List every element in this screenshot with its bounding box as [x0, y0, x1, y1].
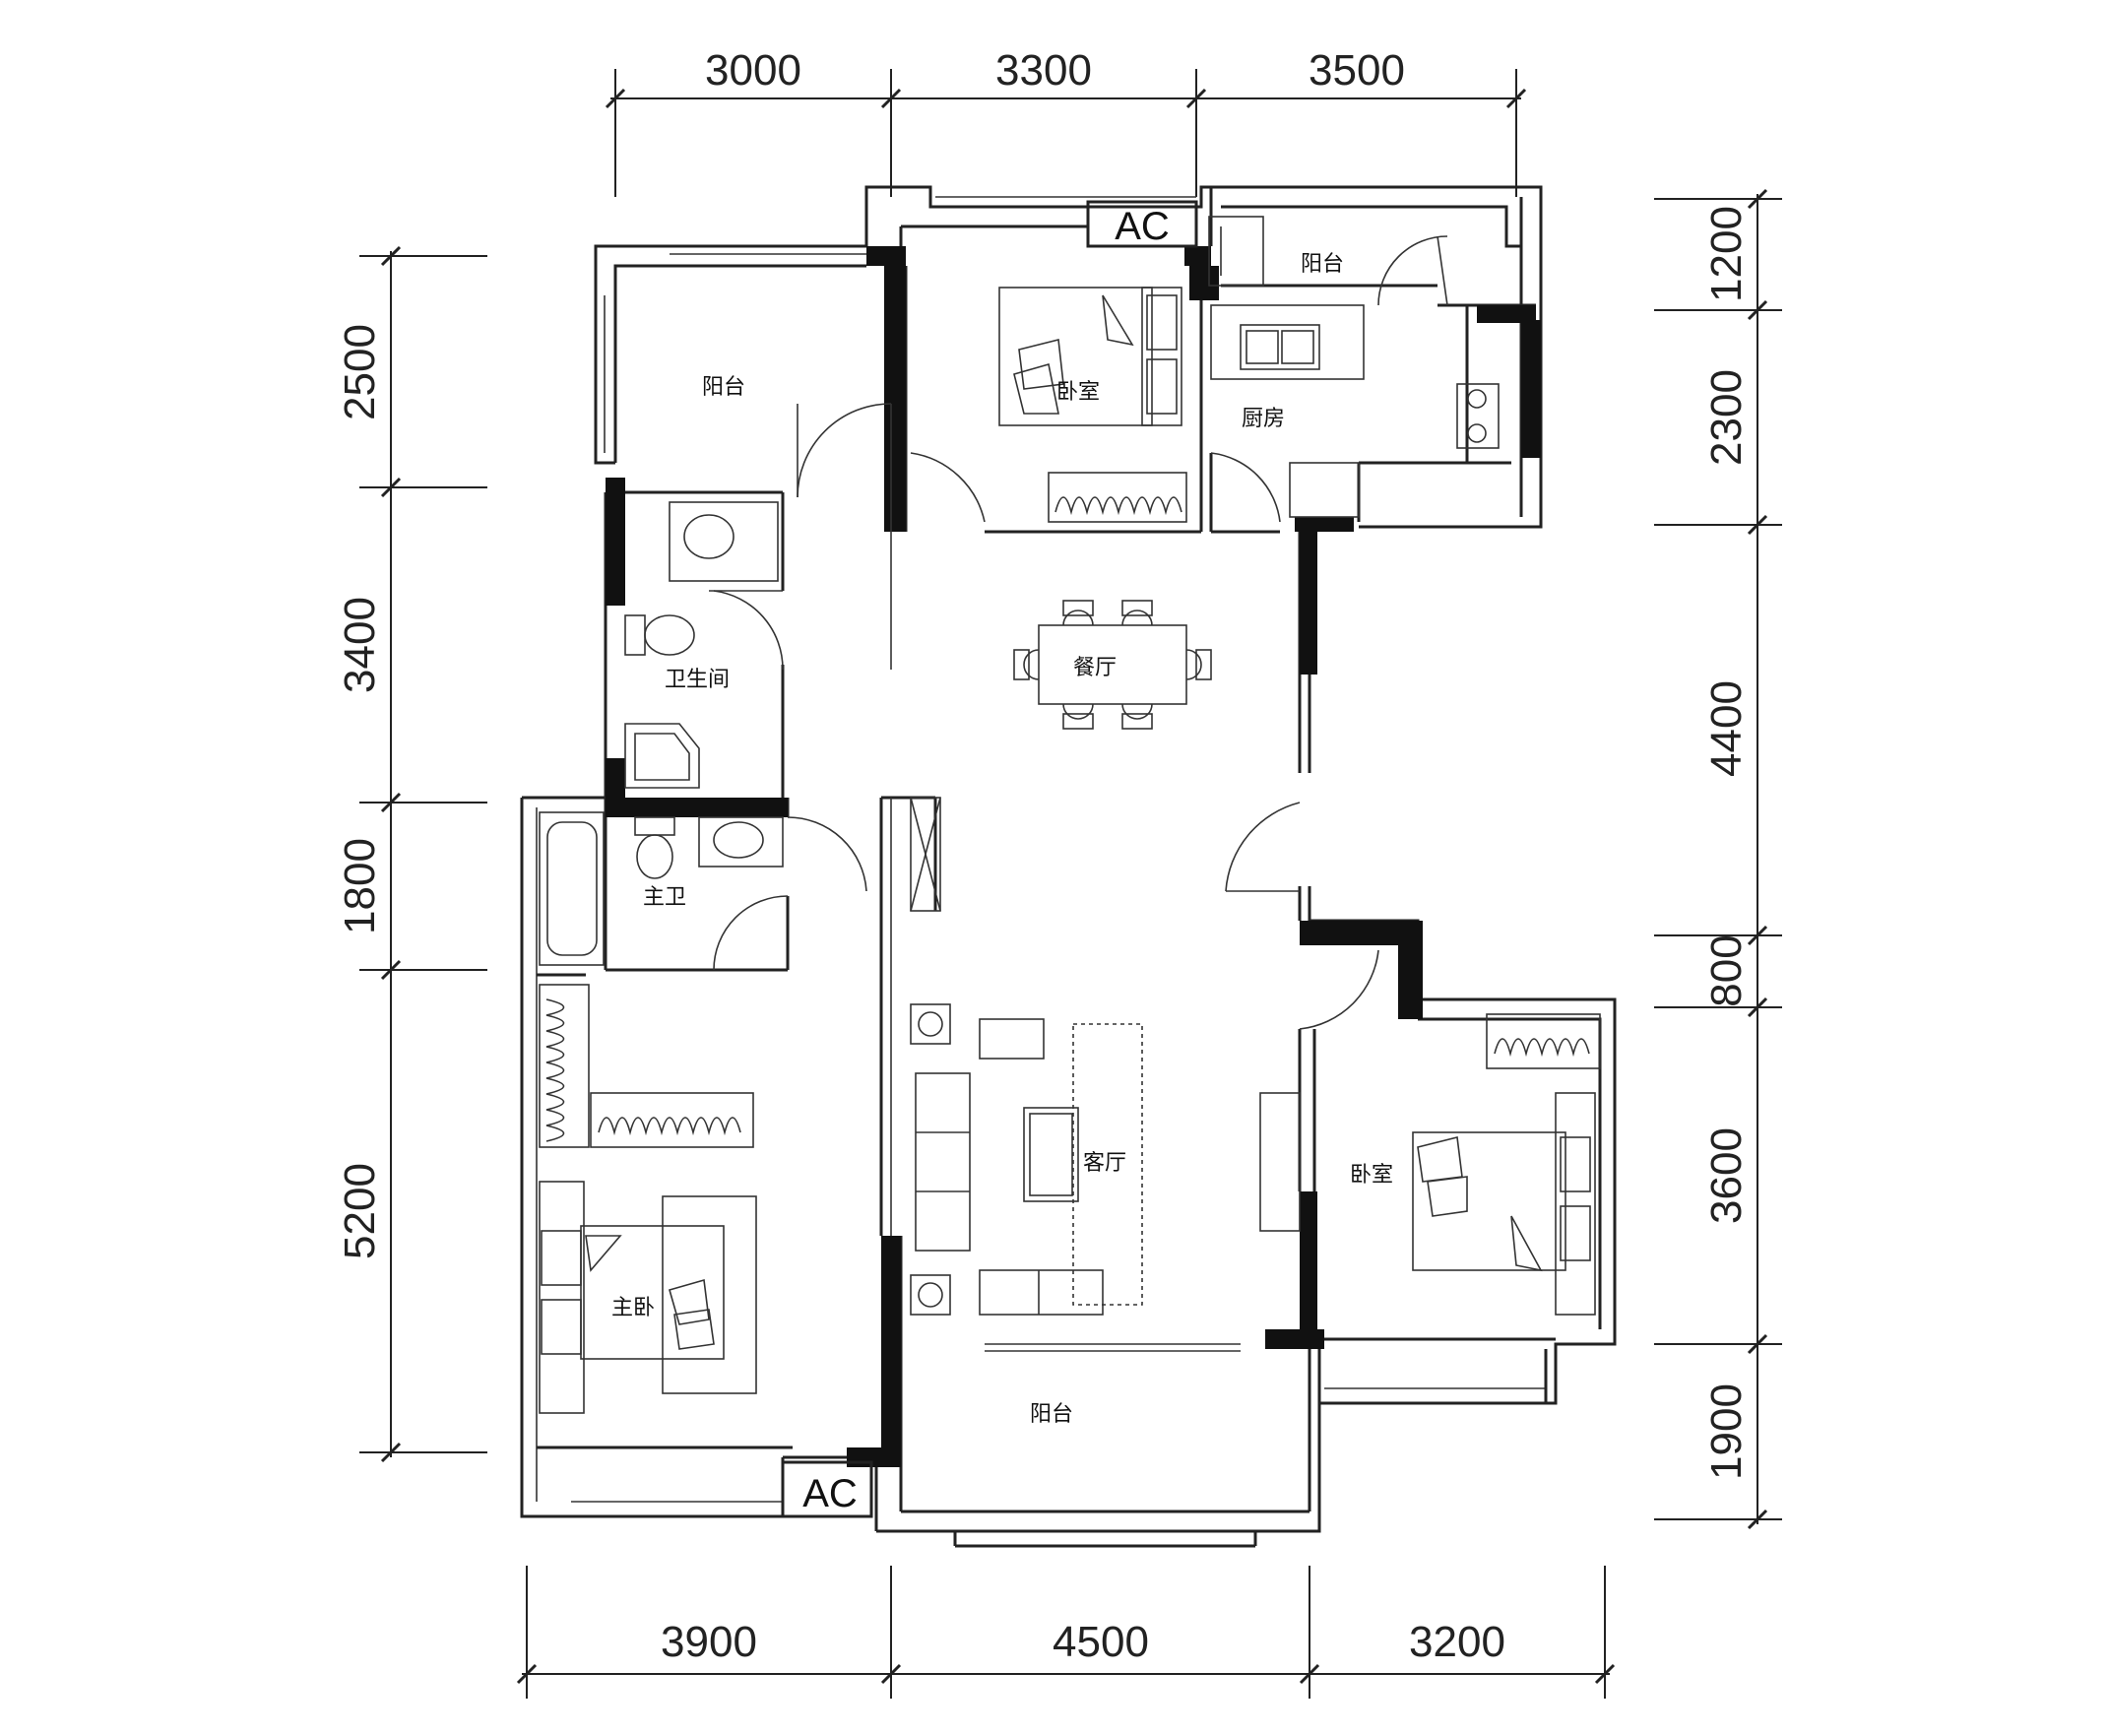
dimension-right: 1200 2300 4400 800 3600 1900 [1654, 188, 1782, 1530]
label-master-bedroom: 主卧 [611, 1296, 655, 1320]
washbasin-bathroom [669, 501, 779, 582]
bed-north-bedroom [998, 287, 1182, 426]
label-balcony-ne: 阳台 [1301, 252, 1344, 277]
dimension-left: 2500 3400 1800 5200 [336, 245, 487, 1463]
dim-right-4: 800 [1702, 934, 1751, 1006]
dim-bottom-3: 3200 [1409, 1618, 1505, 1666]
label-bedroom-e: 卧室 [1350, 1163, 1393, 1188]
label-balcony-s: 阳台 [1030, 1402, 1073, 1427]
kitchen-counter [1289, 462, 1360, 518]
sofa-set [910, 1003, 1104, 1316]
dim-right-6: 1900 [1702, 1383, 1751, 1480]
ac-unit-south: AC [781, 1460, 873, 1518]
dim-left-1: 2500 [336, 324, 384, 420]
tv-cabinet [1259, 1092, 1301, 1232]
ac-label-south: AC [802, 1472, 858, 1515]
dim-bottom-1: 3900 [661, 1618, 757, 1666]
label-living: 客厅 [1083, 1151, 1126, 1176]
wardrobe-master-bedroom [539, 984, 754, 1148]
bed-east-bedroom [1412, 1092, 1596, 1316]
label-bedroom-n: 卧室 [1056, 380, 1100, 405]
wardrobe-east-bedroom [1486, 1013, 1601, 1069]
label-dining: 餐厅 [1073, 656, 1117, 680]
room-labels: 阳台 卧室 阳台 厨房 卫生间 餐厅 主卫 客厅 卧室 主卧 阳台 [611, 252, 1393, 1427]
dining-table-set [1013, 600, 1212, 730]
wardrobe-north-bedroom [1048, 472, 1187, 523]
dim-right-2: 2300 [1702, 369, 1751, 466]
kitchen-sink [1210, 304, 1365, 380]
shoe-cabinet [910, 797, 941, 912]
label-kitchen: 厨房 [1242, 407, 1285, 431]
shower-bathroom [624, 723, 700, 789]
solid-walls [606, 246, 1541, 1467]
ac-unit-north: AC [1086, 200, 1198, 248]
dim-left-2: 3400 [336, 597, 384, 693]
dim-right-5: 3600 [1702, 1127, 1751, 1224]
dim-top-2: 3300 [995, 46, 1092, 95]
bed-master-bedroom [539, 1181, 757, 1414]
living-room-rug [1072, 1023, 1143, 1306]
label-master-bath: 主卫 [643, 885, 686, 910]
toilet-bathroom [624, 614, 695, 656]
dim-right-1: 1200 [1702, 206, 1751, 302]
doors [713, 235, 1448, 1030]
dim-left-4: 5200 [336, 1163, 384, 1259]
dim-bottom-2: 4500 [1053, 1618, 1149, 1666]
dim-top-1: 3000 [705, 46, 801, 95]
dim-left-3: 1800 [336, 838, 384, 934]
bathtub-master-bath [539, 811, 605, 966]
dimension-bottom: 3900 4500 3200 [516, 1566, 1616, 1699]
dim-top-3: 3500 [1309, 46, 1405, 95]
kitchen-stove [1456, 383, 1500, 449]
ac-label-north: AC [1115, 205, 1170, 248]
dimension-top: 3000 3300 3500 [605, 46, 1527, 197]
washbasin-master-bath [698, 816, 784, 868]
dim-right-3: 4400 [1702, 680, 1751, 777]
toilet-master-bath [634, 816, 675, 879]
kitchen-fridge [1208, 216, 1264, 287]
label-balcony-nw: 阳台 [702, 375, 745, 400]
label-bathroom: 卫生间 [665, 668, 730, 692]
